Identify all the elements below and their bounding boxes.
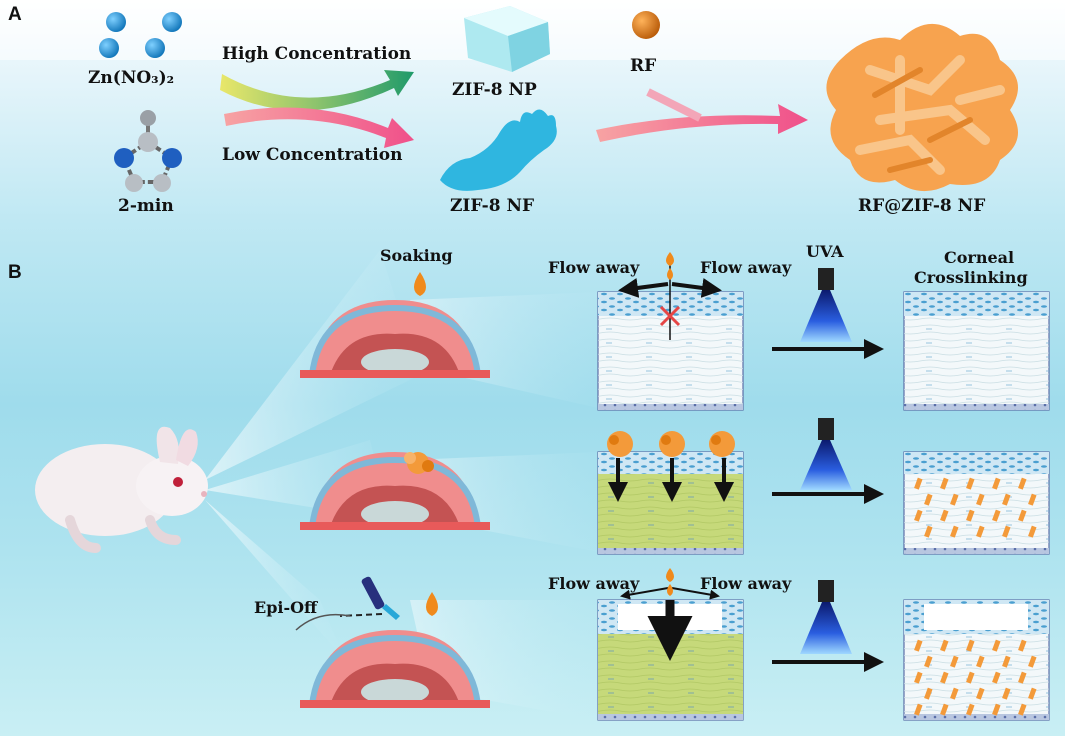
label-zif8-nf: ZIF-8 NF [450,196,535,216]
label-zinc-nitrate: Zn(NO₃)₂ [88,68,175,88]
rf-loading-arrow [596,104,808,142]
dropper-icon [295,576,438,631]
crosslink-bar [1002,493,1011,506]
crosslink-bar [924,525,933,538]
crosslink-bar [1002,687,1011,700]
crosslink-bar [966,671,975,684]
label-zif8-np: ZIF-8 NP [452,80,537,100]
rabbit-illustration [35,426,208,553]
crosslink-bar [940,703,949,716]
crosslink-bar [1018,671,1027,684]
label-low-concentration: Low Concentration [222,145,403,165]
eye-cross-section-icon [300,300,490,378]
crosslink-bar [1028,655,1037,668]
crosslink-bar [950,525,959,538]
label-soaking: Soaking [380,246,453,265]
crosslink-bar [950,655,959,668]
crosslink-bar [914,639,923,652]
cornea-tissue-block-2 [597,431,744,555]
crosslink-bar [1018,639,1027,652]
label-high-concentration: High Concentration [222,44,412,64]
crosslinked-cornea-block-3 [903,599,1050,721]
cornea-tissue-block-3 [597,568,744,721]
zif8-np-crystal-icon [464,6,550,72]
crosslink-bar [966,703,975,716]
crosslink-bar [1002,525,1011,538]
label-flow-away-left-1: Flow away [548,258,640,277]
crosslink-bar [976,687,985,700]
crosslink-bar [924,687,933,700]
crosslink-bar [1018,509,1027,522]
label-flow-away-left-3: Flow away [548,574,640,593]
high-concentration-arrow [220,70,414,111]
crosslink-bar [1002,655,1011,668]
crosslink-bar [976,525,985,538]
droplet-icon [414,272,426,296]
crosslink-bar [924,493,933,506]
label-rf-zif8-nf: RF@ZIF-8 NF [858,196,986,216]
imidazole-molecule-icon [114,110,182,192]
crosslink-bar [940,509,949,522]
label-crosslinking: Crosslinking [914,268,1028,287]
zinc-ion-icon [99,12,182,58]
uva-lamp-icon [800,268,852,654]
crosslink-bar [940,671,949,684]
crosslink-bar [914,703,923,716]
crosslink-bar [992,639,1001,652]
rf-sphere-icon [632,11,660,39]
crosslink-bar [914,477,923,490]
panel-label-a: A [8,4,22,25]
label-2-min: 2-min [118,196,174,216]
crosslink-bar [1028,525,1037,538]
label-rf: RF [630,56,657,76]
crosslink-bar [966,639,975,652]
crosslink-bar [950,493,959,506]
crosslink-bar [940,477,949,490]
label-epi-off: Epi-Off [254,598,318,617]
crosslink-bar [992,703,1001,716]
rf-zif8-nf-cluster-icon [826,23,1018,192]
zif8-nf-flake-icon [440,109,557,191]
low-concentration-arrow [224,107,414,148]
crosslink-bar [914,671,923,684]
crosslink-bar [1028,687,1037,700]
crosslink-bar [966,477,975,490]
crosslinked-cornea-block-2 [903,451,1050,555]
crosslink-bar [992,671,1001,684]
label-uva: UVA [806,242,844,261]
cross-mark-icon [659,305,681,327]
cornea-tissue-block-1 [597,252,744,411]
crosslinked-cornea-block-1 [903,291,1050,411]
label-flow-away-right-1: Flow away [700,258,792,277]
panel-label-b: B [8,262,22,283]
crosslink-bar [924,655,933,668]
label-corneal: Corneal [944,248,1015,267]
crosslink-bar [992,509,1001,522]
crosslink-bar [1028,493,1037,506]
uva-process-arrows [772,339,884,672]
crosslink-bar [976,655,985,668]
crosslink-bar [940,639,949,652]
crosslink-bar [1018,703,1027,716]
crosslink-bar [950,687,959,700]
crosslink-bar [1018,477,1027,490]
crosslink-bar [992,477,1001,490]
crosslink-bar [966,509,975,522]
crosslink-bar [914,509,923,522]
crosslink-bar [976,493,985,506]
label-flow-away-right-3: Flow away [700,574,792,593]
